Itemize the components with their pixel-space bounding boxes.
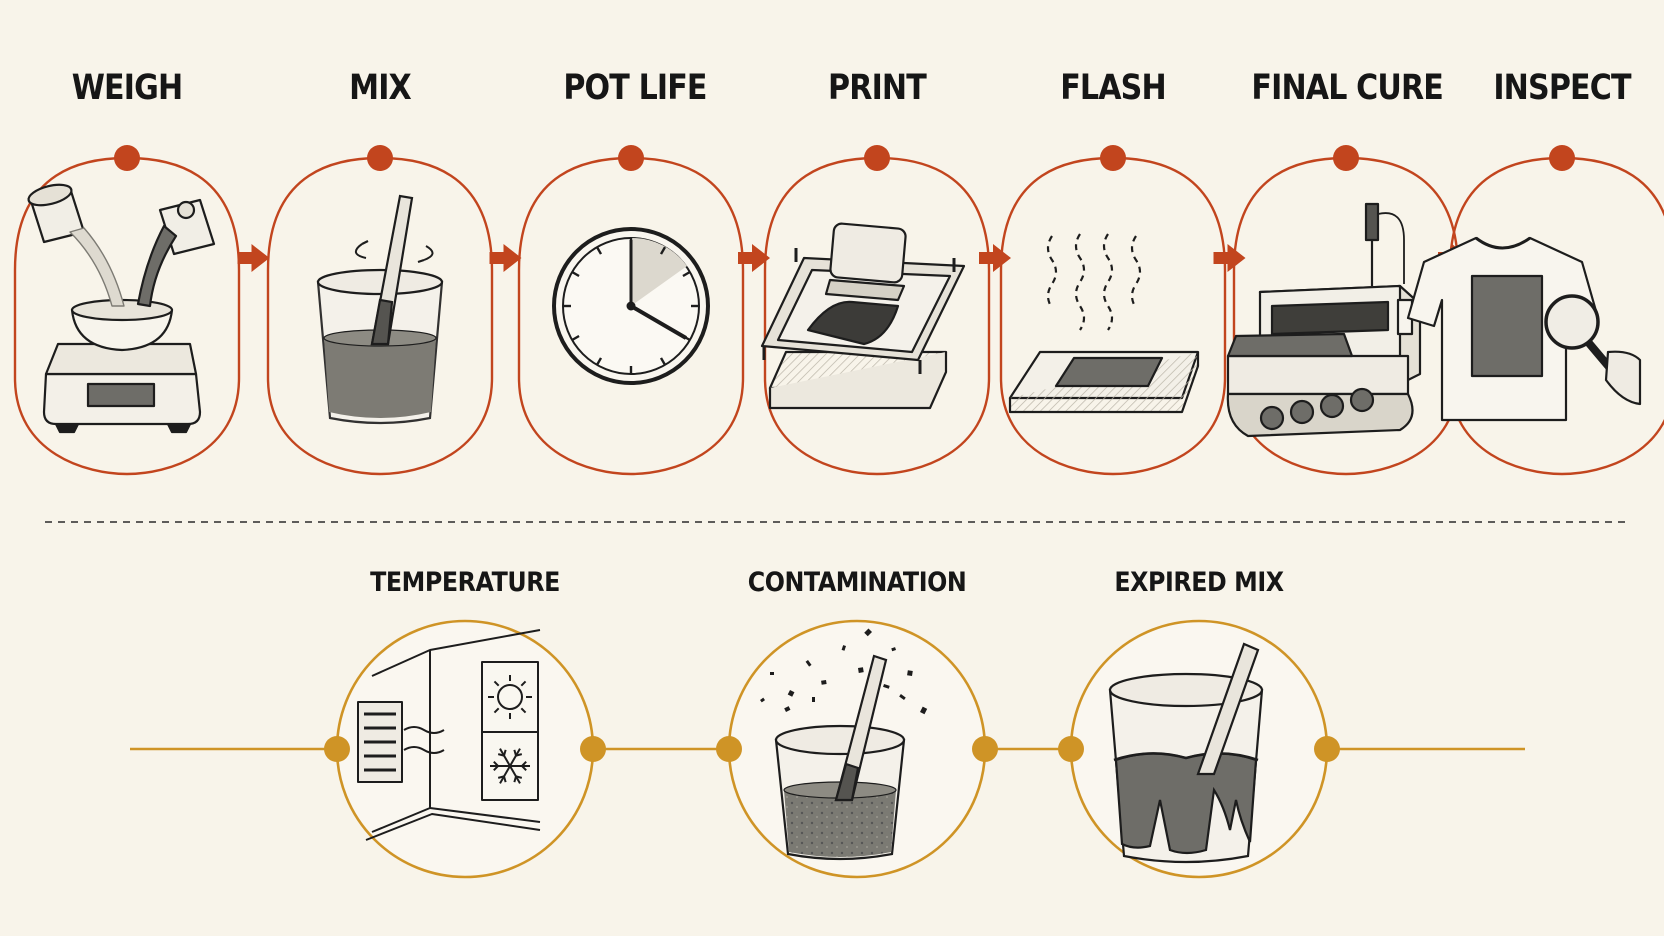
step-label-final-cure: FINAL CURE	[1251, 68, 1443, 108]
factor-node-left-0	[324, 736, 350, 762]
step-frames	[13, 145, 1664, 476]
step-frame-0	[13, 156, 241, 476]
step-node-6	[1549, 145, 1575, 171]
factor-node-right-1	[972, 736, 998, 762]
room-climate-icon	[357, 629, 541, 841]
step-frame-1	[266, 156, 494, 476]
shirt-magnifier-icon	[1406, 236, 1642, 422]
step-label-flash: FLASH	[1060, 68, 1166, 108]
expired-cup-icon	[1108, 642, 1264, 864]
screen-print-icon	[760, 222, 966, 410]
step-frame-4	[999, 156, 1227, 476]
step-node-3	[864, 145, 890, 171]
step-label-weigh: WEIGH	[71, 68, 183, 108]
step-arrow-2	[738, 244, 770, 272]
step-node-4	[1100, 145, 1126, 171]
factor-node-left-1	[716, 736, 742, 762]
conveyor-dryer-icon	[1226, 202, 1422, 438]
flash-heat-icon	[1008, 233, 1200, 414]
factor-label-expired-mix: EXPIRED MIX	[1114, 567, 1284, 598]
scale-pouring-icon	[27, 183, 216, 434]
factor-node-right-0	[580, 736, 606, 762]
step-node-1	[367, 145, 393, 171]
step-node-2	[618, 145, 644, 171]
step-frame-3	[763, 156, 991, 476]
factor-node-left-2	[1058, 736, 1084, 762]
step-arrow-3	[979, 244, 1011, 272]
step-label-inspect: INSPECT	[1493, 68, 1631, 108]
step-label-print: PRINT	[828, 68, 927, 108]
step-arrow-1	[489, 244, 522, 272]
step-label-mix: MIX	[349, 68, 412, 108]
step-frame-5	[1232, 156, 1460, 476]
step-node-0	[114, 145, 140, 171]
step-arrow-0	[237, 244, 270, 272]
factor-node-right-2	[1314, 736, 1340, 762]
step-frame-2	[517, 156, 745, 476]
contaminated-cup-icon	[760, 628, 928, 861]
clock-icon	[552, 227, 710, 385]
factor-label-contamination: CONTAMINATION	[747, 567, 967, 598]
step-arrow-4	[1213, 244, 1246, 272]
mixing-cup-icon	[316, 194, 444, 425]
step-node-5	[1333, 145, 1359, 171]
step-label-pot-life: POT LIFE	[563, 68, 707, 108]
factor-label-temperature: TEMPERATURE	[370, 567, 560, 598]
